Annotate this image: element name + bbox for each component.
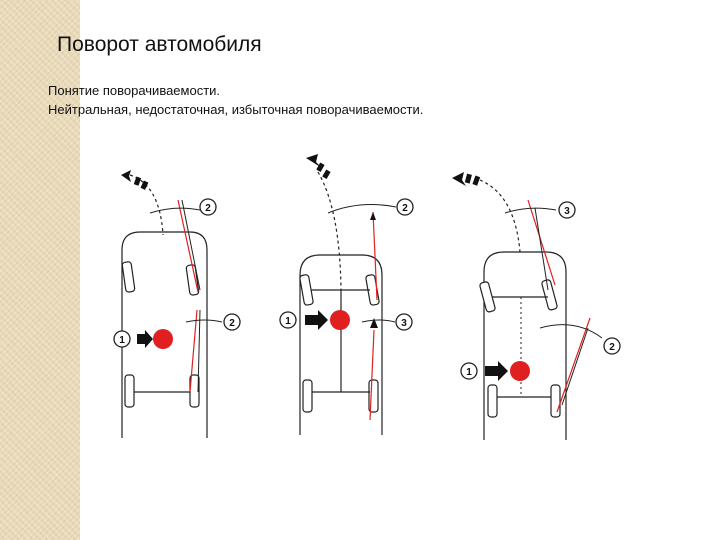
slip-angle-arc	[149, 207, 201, 214]
rear-left-wheel	[487, 384, 498, 418]
trajectory-arrowhead	[121, 170, 131, 182]
center-of-gravity-dot	[330, 310, 350, 330]
subtitle-line-2: Нейтральная, недостаточная, избыточная п…	[48, 102, 424, 117]
car-body-outline	[483, 251, 567, 440]
car-body-outline	[299, 254, 383, 435]
subtitle-line-1: Понятие поворачиваемости.	[48, 83, 221, 98]
callout-3-label: 3	[401, 318, 407, 329]
diagram-1: 1 2 2	[113, 170, 241, 438]
force-arrow-1	[305, 310, 328, 330]
callout-2-label: 2	[609, 342, 615, 353]
callout-circle	[558, 201, 576, 219]
trajectory-arrowhead	[306, 154, 322, 168]
front-left-wheel	[299, 274, 314, 306]
callout-2-label: 2	[205, 203, 211, 214]
callout-1-label: 1	[285, 316, 291, 327]
front-velocity-vector	[177, 199, 199, 293]
callout-1-label: 1	[466, 367, 472, 378]
front-velocity-vector	[372, 211, 378, 301]
diagram-3: 1 3 2	[452, 172, 621, 440]
rear-right-wheel	[550, 384, 561, 418]
callout-3-label: 3	[564, 206, 570, 217]
callout-circle	[603, 337, 621, 355]
rear-velocity-vector	[369, 329, 375, 421]
front-wheel-direction	[181, 199, 201, 291]
center-of-gravity-dot	[510, 361, 530, 381]
slip-angle-arc	[504, 207, 557, 214]
rear-velocity-vector	[556, 317, 591, 413]
callout-circle	[199, 198, 217, 216]
trajectory-path	[129, 174, 164, 236]
slip-angle-arc	[327, 204, 397, 214]
rear-velocity-vector	[189, 309, 198, 393]
car-body-outline	[121, 231, 208, 438]
front-velocity-vector	[527, 199, 556, 286]
front-right-wheel	[541, 279, 558, 311]
callout-circle	[460, 362, 478, 380]
force-arrow-1	[485, 361, 508, 381]
callout-circle	[279, 311, 297, 329]
callout-2-label: 2	[402, 203, 408, 214]
callout-circle	[223, 313, 241, 331]
force-arrow-1	[137, 330, 153, 348]
callout-2b-label: 2	[229, 318, 235, 329]
callout-1-label: 1	[119, 335, 125, 346]
front-right-wheel	[185, 264, 200, 296]
front-left-wheel	[479, 281, 496, 313]
slide-title: Поворот автомобиля	[57, 33, 262, 56]
callout-circle	[113, 330, 131, 348]
callout-circle	[396, 198, 414, 216]
trajectory-path	[479, 179, 521, 253]
rear-left-wheel	[302, 379, 313, 413]
diagram-2: 1 2 3	[279, 154, 414, 435]
rear-left-wheel	[124, 374, 135, 408]
trajectory-path	[317, 171, 342, 291]
trajectory-arrowhead	[452, 172, 466, 186]
slide-sidebar-decoration	[0, 0, 80, 540]
callout-circle	[395, 313, 413, 331]
center-of-gravity-dot	[153, 329, 173, 349]
front-left-wheel	[121, 261, 136, 293]
